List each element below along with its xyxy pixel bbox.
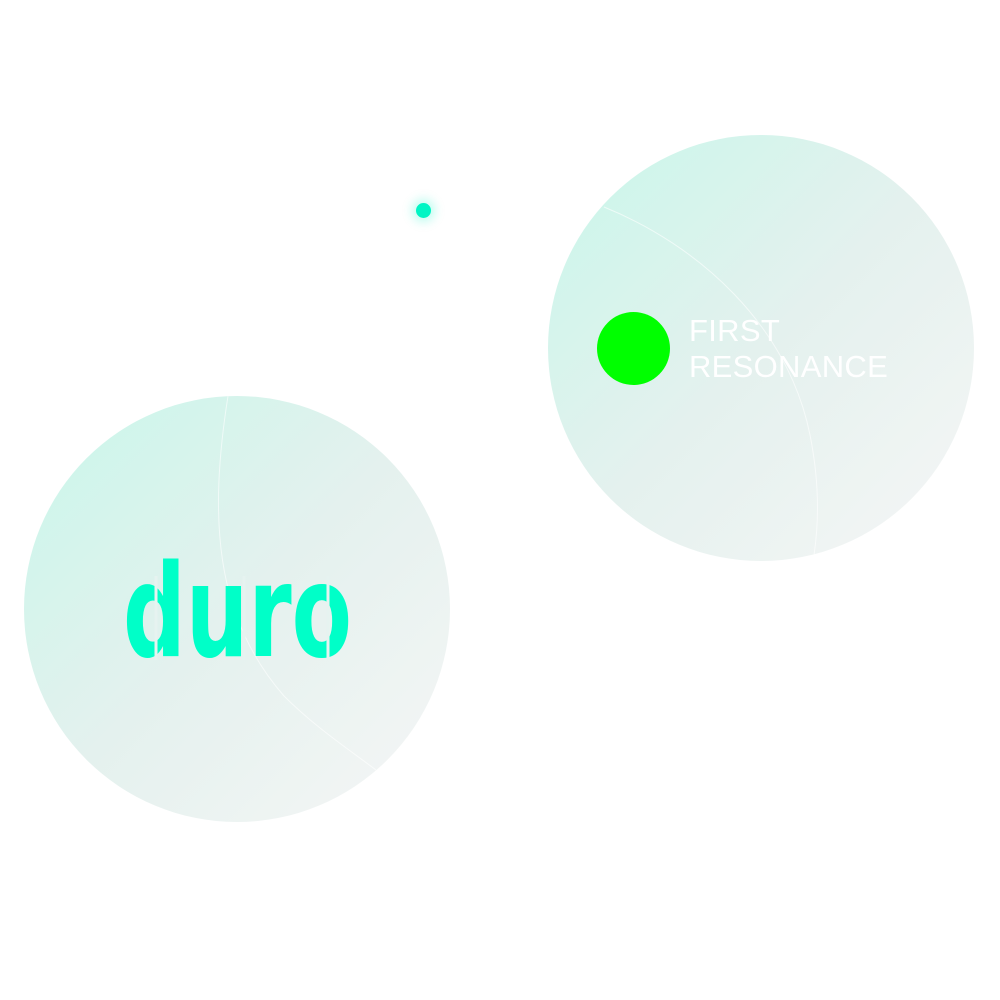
accent-dot	[416, 203, 431, 218]
wordmark-line-2: RESONANCE	[689, 349, 889, 384]
first-resonance-logo-bubble: FIRST RESONANCE	[548, 135, 974, 561]
bubble-seam	[603, 206, 818, 556]
duro-logo-text: duro	[123, 556, 352, 660]
duro-logo-bubble: duro	[24, 396, 450, 822]
first-resonance-mark	[597, 312, 670, 385]
bubble-seam	[217, 396, 377, 771]
duro-logo: duro	[123, 556, 352, 660]
first-resonance-wordmark: FIRST RESONANCE	[689, 313, 888, 385]
wordmark-line-1: FIRST	[689, 313, 781, 348]
